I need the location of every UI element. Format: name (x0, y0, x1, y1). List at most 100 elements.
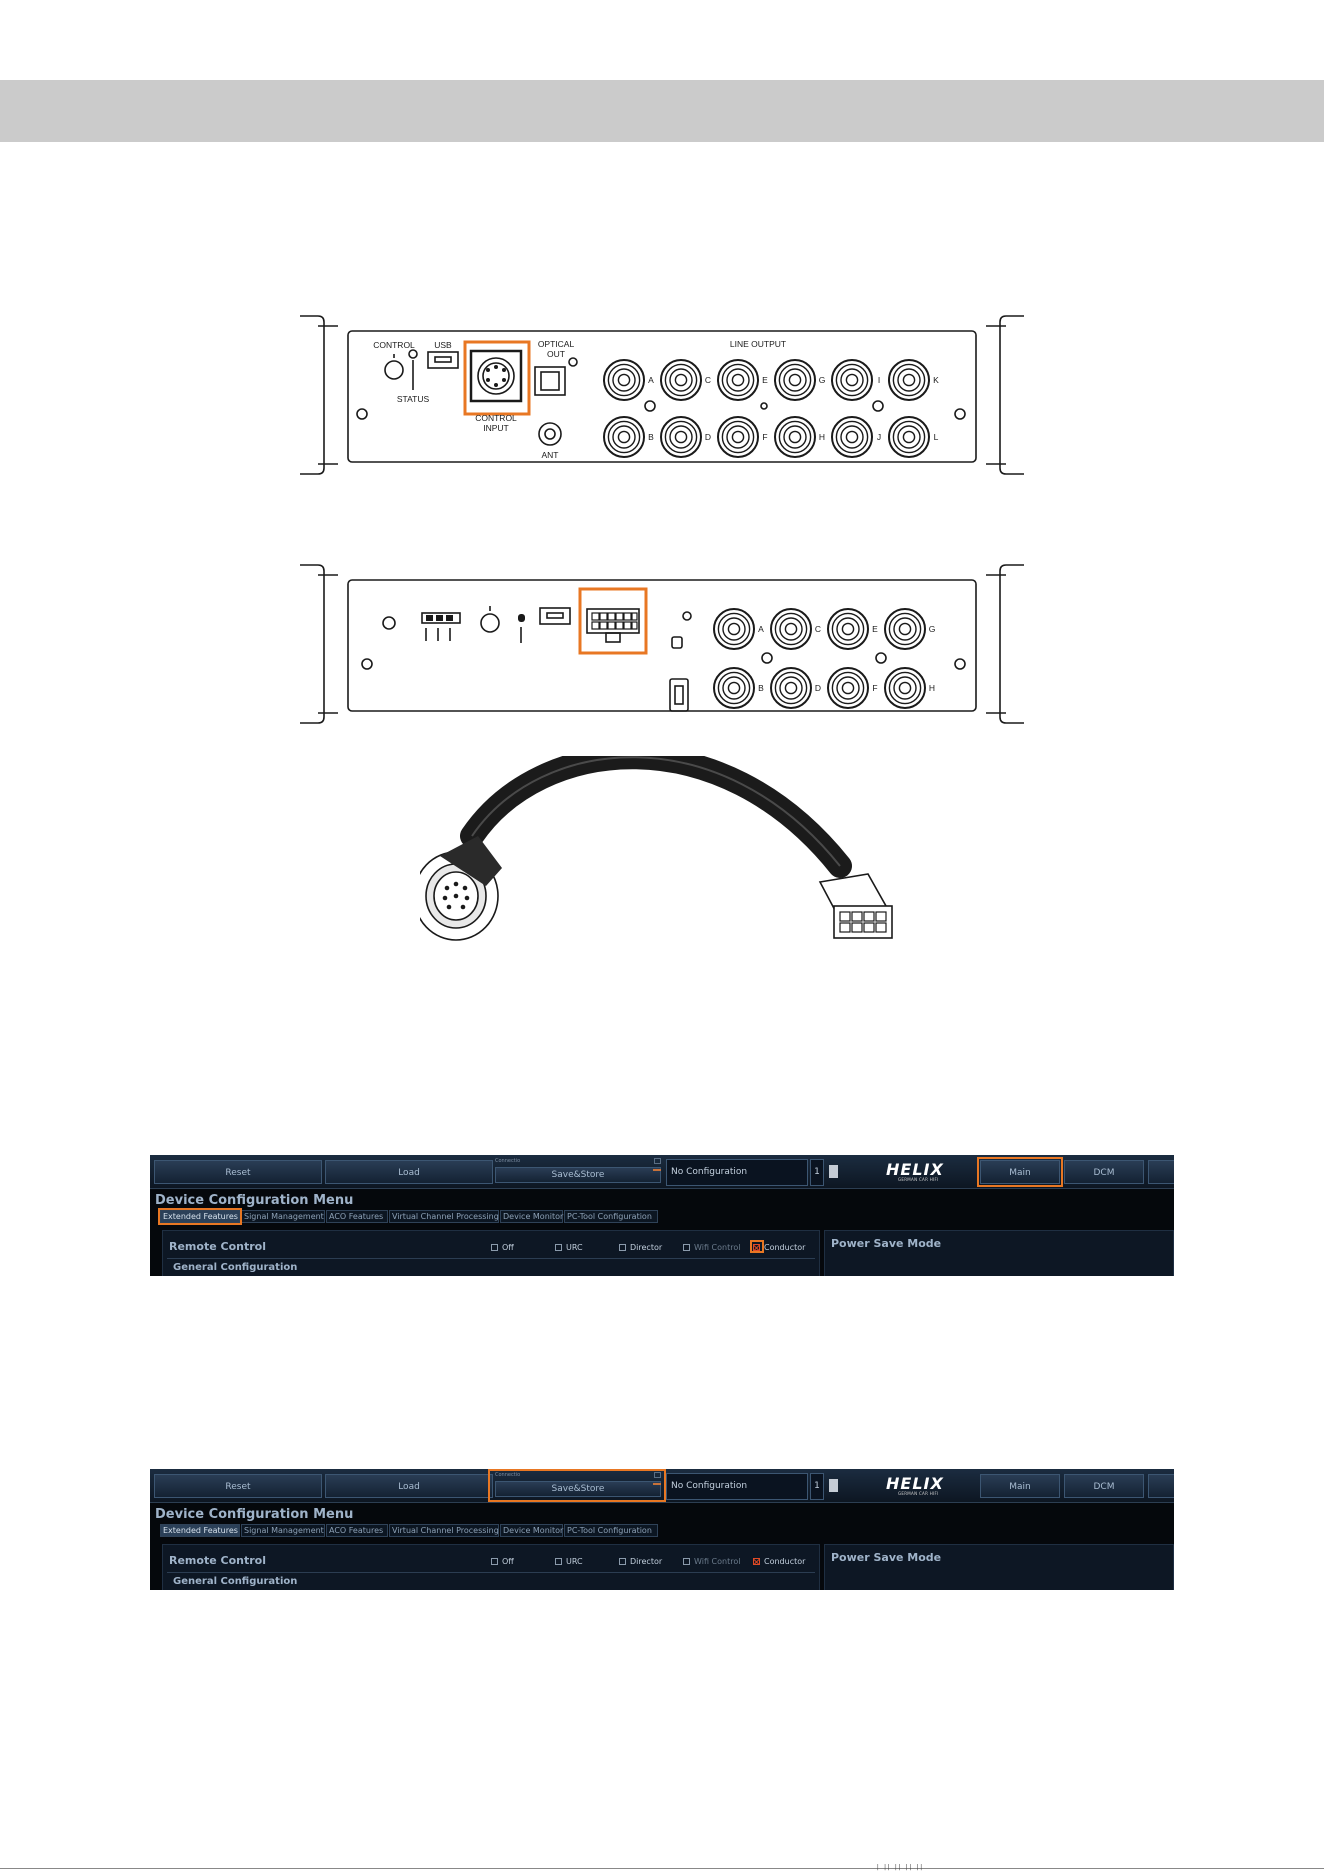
rca-jack-ring (612, 368, 636, 392)
rca-jack-ring (827, 667, 869, 709)
document-icon[interactable] (829, 1479, 838, 1492)
more-button[interactable] (1148, 1160, 1174, 1184)
option-urc[interactable]: URC (555, 1557, 583, 1567)
rca-jack-ring (603, 416, 645, 458)
rca-jack-ring (831, 612, 865, 646)
option-off[interactable]: Off (491, 1243, 514, 1253)
channel-label-a: A (758, 624, 764, 634)
load-button[interactable]: Load (325, 1160, 493, 1184)
main-button[interactable]: Main (980, 1160, 1060, 1184)
rca-jack-ring (660, 416, 702, 458)
option-conductor[interactable]: Conductor (753, 1557, 805, 1567)
more-button[interactable] (1148, 1474, 1174, 1498)
rca-jack-ring (827, 608, 869, 650)
save-store-button[interactable]: Save&Store (495, 1481, 661, 1497)
rca-jack-ring (617, 430, 631, 444)
rca-jack-ring (603, 359, 645, 401)
rca-jack-ring (835, 420, 869, 454)
control-label: CONTROL (373, 340, 415, 350)
option-director[interactable]: Director (619, 1243, 662, 1253)
menu-title: Device Configuration Menu (155, 1507, 354, 1522)
toolbar: Reset Load Connectio Save&Store No Confi… (150, 1155, 1174, 1189)
rca-jack-ring (660, 359, 702, 401)
reset-button[interactable]: Reset (154, 1474, 322, 1498)
rca-jack-ring (713, 667, 755, 709)
device-a-rear-panel: CONTROL STATUS USB OPTICAL OUT CONTROL I… (300, 315, 1024, 475)
channel-label-k: K (933, 375, 939, 385)
footer-rule (0, 1868, 1324, 1869)
checkbox-icon (683, 1244, 690, 1251)
rca-jack-ring (726, 425, 750, 449)
general-configuration-title: General Configuration (173, 1262, 298, 1273)
tab-pc-tool-configuration[interactable]: PC-Tool Configuration (564, 1210, 658, 1223)
rca-jack-ring (884, 608, 926, 650)
control-input-label-1: CONTROL (475, 413, 517, 423)
power-save-panel: Power Save Mode (824, 1230, 1174, 1276)
load-button[interactable]: Load (325, 1474, 493, 1498)
tab-extended-features[interactable]: Extended Features (160, 1210, 240, 1223)
channel-label-g: G (929, 624, 936, 634)
rca-jack-ring (774, 359, 816, 401)
configuration-name: No Configuration (666, 1159, 808, 1186)
rca-jack-ring (731, 430, 745, 444)
channel-label-b: B (758, 683, 764, 693)
configuration-name: No Configuration (666, 1473, 808, 1500)
rca-jack-ring (722, 617, 746, 641)
rca-jack-ring (884, 667, 926, 709)
configuration-number: 1 (810, 1159, 824, 1186)
tab-device-monitor[interactable]: Device Monitor (500, 1210, 563, 1223)
rca-jack-ring (835, 363, 869, 397)
tab-virtual-channel-processing[interactable]: Virtual Channel Processing (389, 1210, 499, 1223)
rca-jack-ring (783, 368, 807, 392)
rca-jack-ring (841, 681, 855, 695)
power-save-mode-title: Power Save Mode (831, 1237, 942, 1250)
option-director[interactable]: Director (619, 1557, 662, 1567)
rca-jack-ring (902, 373, 916, 387)
checkbox-icon (555, 1558, 562, 1565)
rca-jack-ring (770, 608, 812, 650)
rca-jack-ring (717, 359, 759, 401)
tab-extended-features[interactable]: Extended Features (160, 1524, 240, 1537)
rca-jack-ring (779, 676, 803, 700)
rca-jack-ring (674, 373, 688, 387)
tab-device-monitor[interactable]: Device Monitor (500, 1524, 563, 1537)
checkbox-icon (555, 1244, 562, 1251)
reset-button[interactable]: Reset (154, 1160, 322, 1184)
tab-signal-management[interactable]: Signal Management (241, 1210, 325, 1223)
channel-label-c: C (705, 375, 711, 385)
rca-jack-ring (674, 430, 688, 444)
connection-combo[interactable]: Connectio Save&Store (493, 1157, 663, 1186)
option-conductor[interactable]: Conductor (753, 1243, 805, 1253)
channel-label-e: E (872, 624, 878, 634)
combo-square-icon (654, 1158, 661, 1164)
main-button[interactable]: Main (980, 1474, 1060, 1498)
rca-jack-ring (727, 681, 741, 695)
remote-control-panel: Remote Control Off URC Director Wifi Con… (162, 1230, 820, 1276)
rca-jack-ring (831, 416, 873, 458)
rca-jack-ring (831, 671, 865, 705)
channel-label-j: J (877, 432, 881, 442)
tab-virtual-channel-processing[interactable]: Virtual Channel Processing (389, 1524, 499, 1537)
document-icon[interactable] (829, 1165, 838, 1178)
channel-label-a: A (648, 375, 654, 385)
option-urc[interactable]: URC (555, 1243, 583, 1253)
tab-aco-features[interactable]: ACO Features (326, 1524, 388, 1537)
save-store-button[interactable]: Save&Store (495, 1167, 661, 1183)
rca-jack-ring (731, 373, 745, 387)
tab-signal-management[interactable]: Signal Management (241, 1524, 325, 1537)
rca-jack-ring (669, 368, 693, 392)
line-output-label: LINE OUTPUT (730, 339, 786, 349)
rca-jack-ring (788, 373, 802, 387)
tab-pc-tool-configuration[interactable]: PC-Tool Configuration (564, 1524, 658, 1537)
option-off[interactable]: Off (491, 1557, 514, 1567)
channel-label-f: F (872, 683, 877, 693)
dcm-button[interactable]: DCM (1064, 1474, 1144, 1498)
connection-caption: Connectio (495, 1158, 521, 1164)
remote-control-title: Remote Control (169, 1554, 266, 1567)
menu-title: Device Configuration Menu (155, 1193, 354, 1208)
ant-label: ANT (542, 450, 559, 460)
tab-aco-features[interactable]: ACO Features (326, 1210, 388, 1223)
dcm-button[interactable]: DCM (1064, 1160, 1144, 1184)
connection-combo[interactable]: Connectio Save&Store (493, 1471, 663, 1500)
rca-jack-ring (778, 420, 812, 454)
